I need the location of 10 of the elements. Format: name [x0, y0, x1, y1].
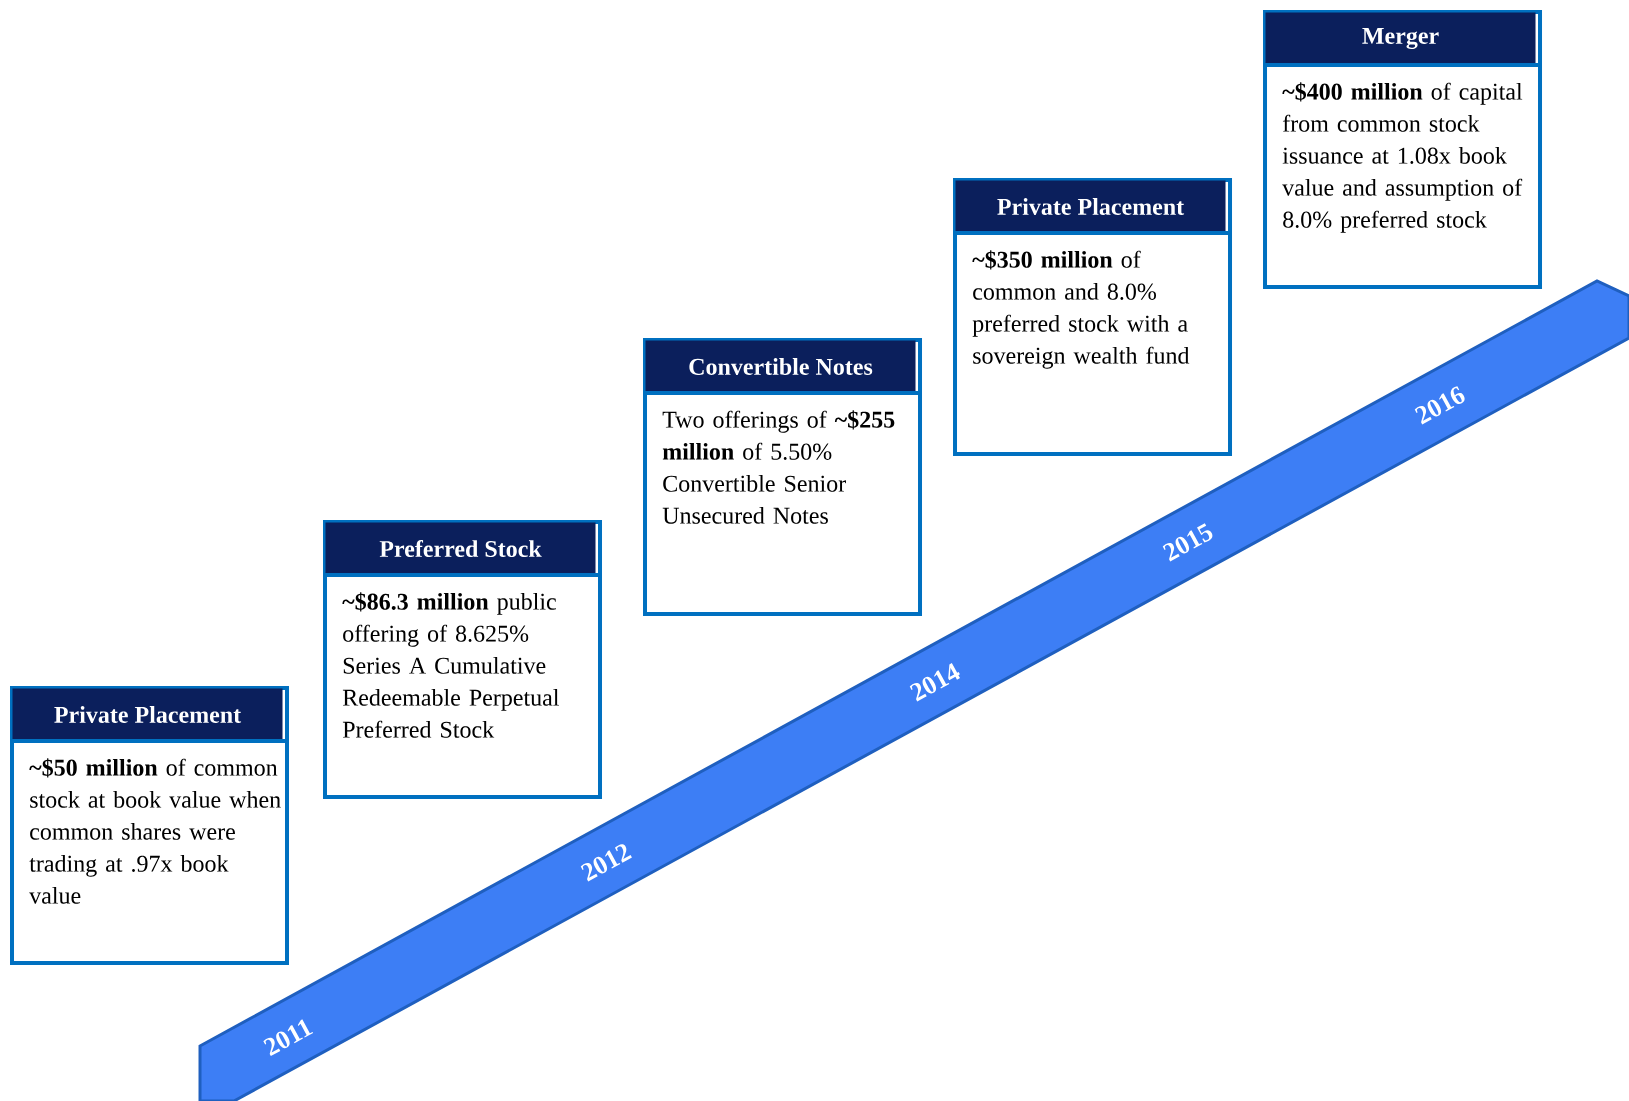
year-label: 2011 — [263, 1019, 314, 1057]
info-card: Private Placement ~$350 million of common and 8.0% preferred stock with a sovereign wealth fund — [953, 178, 1232, 456]
info-card: Preferred Stock ~$86.3 million public offering of 8.625% Series A Cumulative Redeemable Perpetual Preferred Stock — [323, 520, 602, 799]
info-card: Convertible Notes Two offerings of ~$255 million of 5.50% Convertible Senior Unsecured Notes — [643, 338, 922, 616]
year-label: 2012 — [580, 844, 632, 882]
info-card: Merger ~$400 million of capital from common stock issuance at 1.08x book value and assumption of 8.0% preferred stock — [1263, 10, 1542, 289]
year-label: 2015 — [1162, 523, 1213, 562]
info-card: Private Placement ~$50 million of common stock at book value when common shares were trading at .97x book value — [10, 686, 289, 965]
year-label: 2014 — [909, 663, 960, 702]
year-label: 2016 — [1414, 386, 1465, 425]
